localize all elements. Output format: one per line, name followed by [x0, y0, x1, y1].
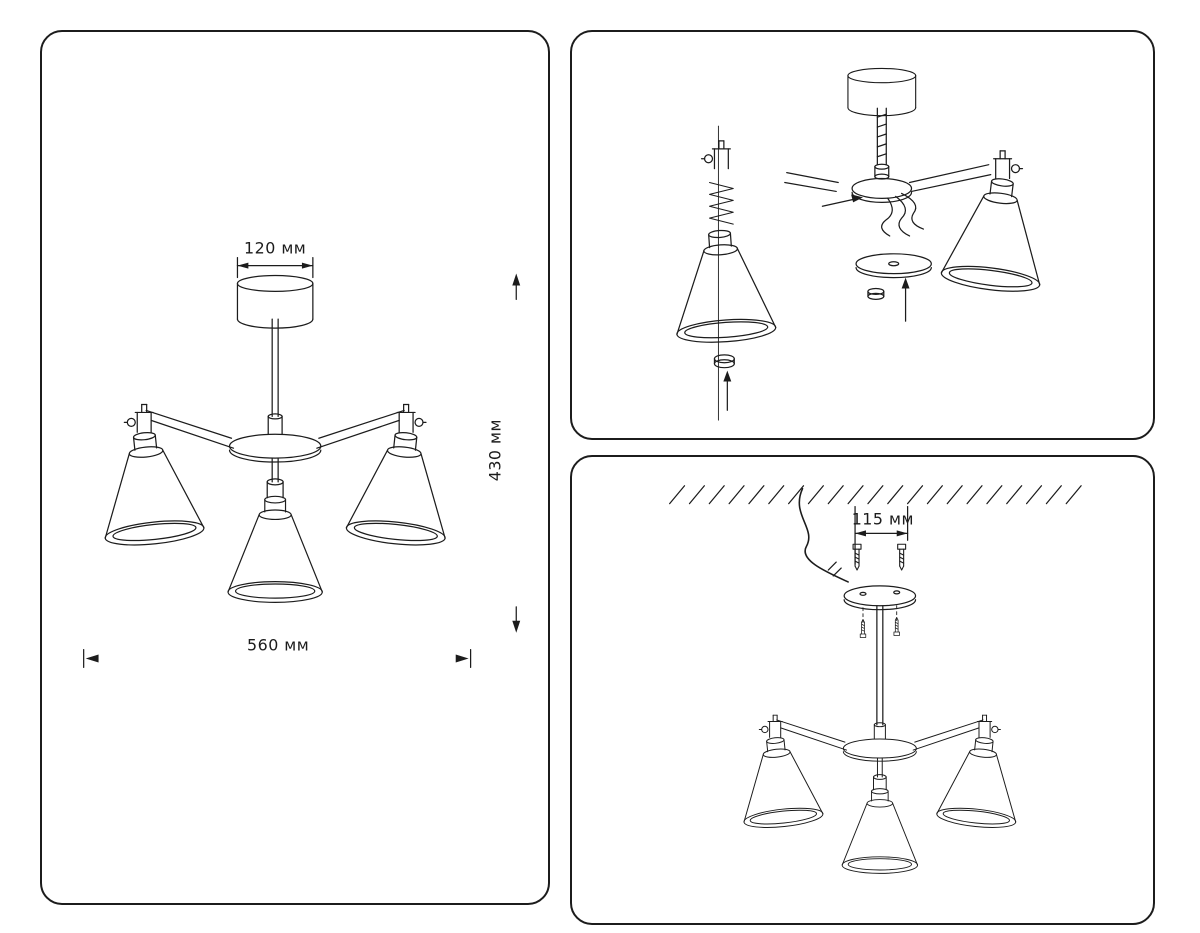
plate-hole [893, 590, 901, 595]
plate-hole [859, 591, 867, 596]
dimension-label-hole-spacing: 115 мм [852, 509, 914, 528]
hanging-chandelier [736, 605, 1025, 874]
hub-with-wires [851, 177, 925, 237]
dimension-label-total-width: 560 мм [247, 636, 309, 655]
wire [895, 195, 911, 237]
mounting-plate [843, 585, 917, 638]
ceiling-plate-parts [855, 253, 932, 322]
assembly-arrow-up [901, 277, 910, 289]
dimension-canopy-width: 120 мм [236, 239, 314, 279]
dimensions-drawing: 120 мм 430 мм 560 мм [83, 239, 521, 669]
lamp-shade [669, 226, 778, 346]
wire [900, 192, 925, 230]
panel-assembly-view [570, 30, 1155, 440]
right-arm-and-shade [908, 150, 1053, 297]
chandelier-front-view [95, 274, 456, 603]
insert-arrow [851, 194, 863, 203]
installation-drawing: 115 мм [669, 485, 1082, 923]
adjusting-bracket [700, 140, 731, 170]
left-exploded-parts [669, 140, 863, 411]
chandelier-body [95, 404, 456, 602]
dimension-height: 430 мм [485, 273, 521, 633]
assembly-drawing [669, 67, 1053, 421]
spring [709, 182, 734, 225]
dimension-hole-spacing: 115 мм [852, 505, 914, 565]
panel-installation-view: 115 мм [570, 455, 1155, 925]
ceiling-hatching [669, 485, 1082, 505]
lamp-shade [939, 172, 1053, 297]
dimension-label-height: 430 мм [485, 419, 504, 481]
chandelier-body [736, 715, 1025, 873]
supply-cable [798, 487, 849, 583]
assembly-arrow-up [723, 370, 732, 382]
canopy [847, 67, 917, 117]
dimension-total-width: 560 мм [83, 636, 472, 669]
dimension-label-canopy-width: 120 мм [244, 239, 306, 258]
adjusting-bracket [993, 150, 1024, 180]
mounting-screw [897, 543, 907, 571]
wire [881, 197, 893, 237]
mounting-screw [852, 543, 862, 571]
canopy-and-rod [847, 67, 917, 180]
panel-dimensions-view: 120 мм 430 мм 560 мм [40, 30, 550, 905]
canopy [236, 274, 314, 329]
